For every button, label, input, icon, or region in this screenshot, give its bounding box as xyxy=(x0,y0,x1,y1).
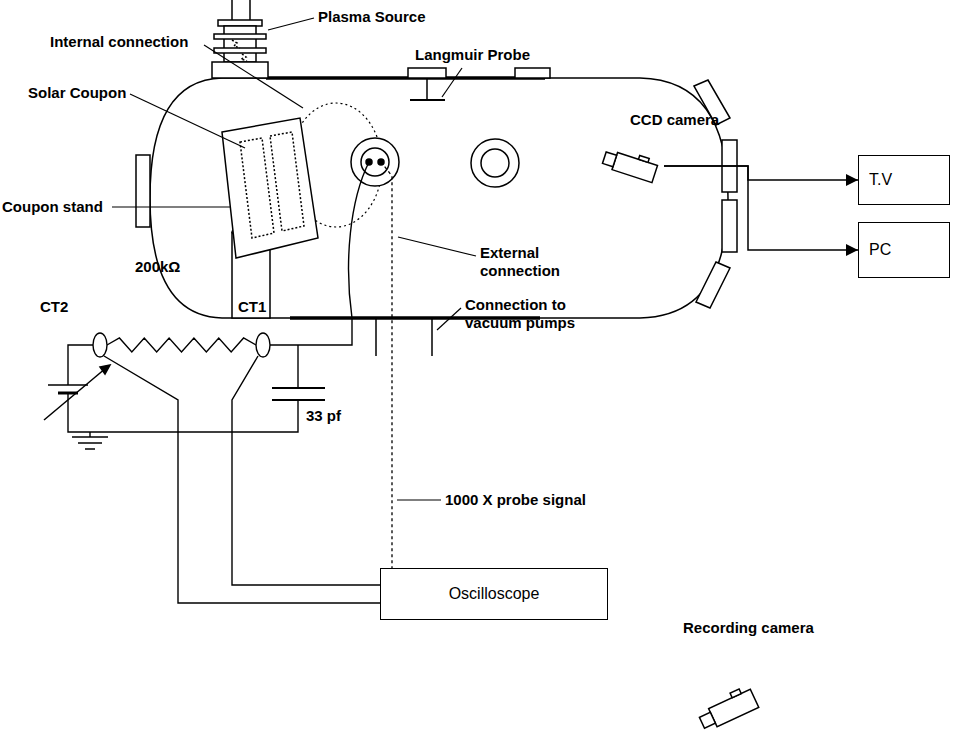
vacuum-chamber xyxy=(266,76,545,80)
instrument-box: Oscilloscope xyxy=(380,568,608,620)
recording-camera xyxy=(709,689,759,727)
plasma-source xyxy=(224,26,256,62)
circuit-wire xyxy=(270,162,369,345)
chamber-window xyxy=(136,155,150,227)
leader-line xyxy=(130,94,245,148)
recording-camera xyxy=(730,689,741,698)
part-label: Internal connection xyxy=(50,33,188,51)
circuit-wire xyxy=(68,162,380,603)
camera-outline xyxy=(602,148,659,183)
langmuir-probe xyxy=(408,68,446,78)
leader-line xyxy=(112,18,476,500)
camera-body xyxy=(638,155,649,162)
circuit-wire xyxy=(297,345,298,388)
signal-arrow xyxy=(664,166,858,180)
chamber-window xyxy=(136,80,737,308)
camera-outline xyxy=(596,148,664,184)
leader-line xyxy=(397,499,441,500)
vacuum-chamber xyxy=(150,78,728,318)
recording-camera xyxy=(696,685,759,732)
component-value: 200kΩ xyxy=(135,258,180,276)
plasma-source xyxy=(231,0,233,20)
langmuir-probe xyxy=(426,78,428,100)
vacuum-pump-connection xyxy=(375,318,377,356)
part-label: Connection to vacuum pumps xyxy=(465,296,585,332)
solar-coupon xyxy=(270,132,304,231)
leader-line xyxy=(268,18,314,30)
part-label: Langmuir Probe xyxy=(415,46,530,64)
part-label: Solar Coupon xyxy=(28,84,126,102)
part-label: Recording camera xyxy=(683,619,814,637)
recording-camera xyxy=(699,712,715,728)
part-label: Plasma Source xyxy=(318,8,426,26)
ground-symbol xyxy=(78,442,102,444)
variable-source-symbol xyxy=(44,365,110,420)
solar-coupon xyxy=(222,118,318,258)
capacitor-symbol xyxy=(272,388,325,400)
node-label: PC xyxy=(869,240,891,260)
variable-source-symbol xyxy=(48,384,88,386)
camera-body xyxy=(612,152,658,182)
plasma-source xyxy=(214,34,266,39)
langmuir-probe xyxy=(515,68,550,78)
ground-symbol xyxy=(72,437,108,449)
leader-line xyxy=(204,45,303,108)
plasma-source xyxy=(214,48,266,53)
ground-symbol xyxy=(72,436,108,438)
plasma-source xyxy=(241,54,247,61)
resistor-symbol xyxy=(107,338,256,352)
leader-line xyxy=(398,237,476,256)
probe-signal-line xyxy=(381,162,392,568)
current-transformer xyxy=(93,333,107,357)
sensor-label: CT1 xyxy=(238,298,266,316)
circuit-wire xyxy=(104,356,380,603)
feedthrough-port xyxy=(351,138,519,187)
variable-source-symbol xyxy=(44,368,106,420)
solar-coupon xyxy=(222,118,318,258)
chamber-window xyxy=(722,200,737,252)
node-label: Oscilloscope xyxy=(449,584,540,604)
plasma-source xyxy=(212,62,268,78)
circuit-wire xyxy=(232,356,380,585)
vacuum-pump-connection xyxy=(431,318,433,356)
circuit-wire xyxy=(68,393,298,432)
part-label: Coupon stand xyxy=(2,198,103,216)
current-transformer xyxy=(256,333,270,357)
current-transformer xyxy=(93,333,270,357)
part-label: External connection xyxy=(480,244,572,280)
leader-line xyxy=(112,206,231,207)
capacitor-symbol xyxy=(272,399,325,401)
sensor-label: CT2 xyxy=(40,298,68,316)
feedthrough-port xyxy=(471,139,519,187)
plasma-source xyxy=(232,40,240,48)
component-value: 33 pf xyxy=(306,407,341,425)
langmuir-probe xyxy=(408,68,550,100)
node-label: CCD camera xyxy=(630,110,719,130)
langmuir-probe xyxy=(410,99,445,101)
camera-lens xyxy=(602,152,616,167)
ground-symbol xyxy=(85,448,95,450)
probe-signal-line xyxy=(381,162,392,568)
camera-device: CCD camera xyxy=(596,148,664,184)
chamber-window xyxy=(696,262,730,308)
display-box: T.V xyxy=(858,155,950,205)
leader-line xyxy=(437,308,461,330)
leader-line xyxy=(442,68,462,97)
plasma-source xyxy=(249,0,251,20)
plasma-source xyxy=(212,0,268,78)
signal-label: 1000 X probe signal xyxy=(445,491,586,509)
capacitor-symbol xyxy=(272,387,325,389)
vacuum-chamber xyxy=(150,78,728,318)
variable-source-symbol xyxy=(100,365,110,374)
solar-coupon xyxy=(240,138,274,238)
signal-arrow xyxy=(664,166,858,250)
circuit-wire xyxy=(68,345,93,385)
feedthrough-port xyxy=(481,149,509,177)
resistor-symbol xyxy=(107,338,256,352)
vacuum-pump-connection xyxy=(376,318,432,356)
plasma-source xyxy=(218,20,262,26)
node-label: T.V xyxy=(869,170,892,190)
computer-box: PC xyxy=(858,222,950,278)
